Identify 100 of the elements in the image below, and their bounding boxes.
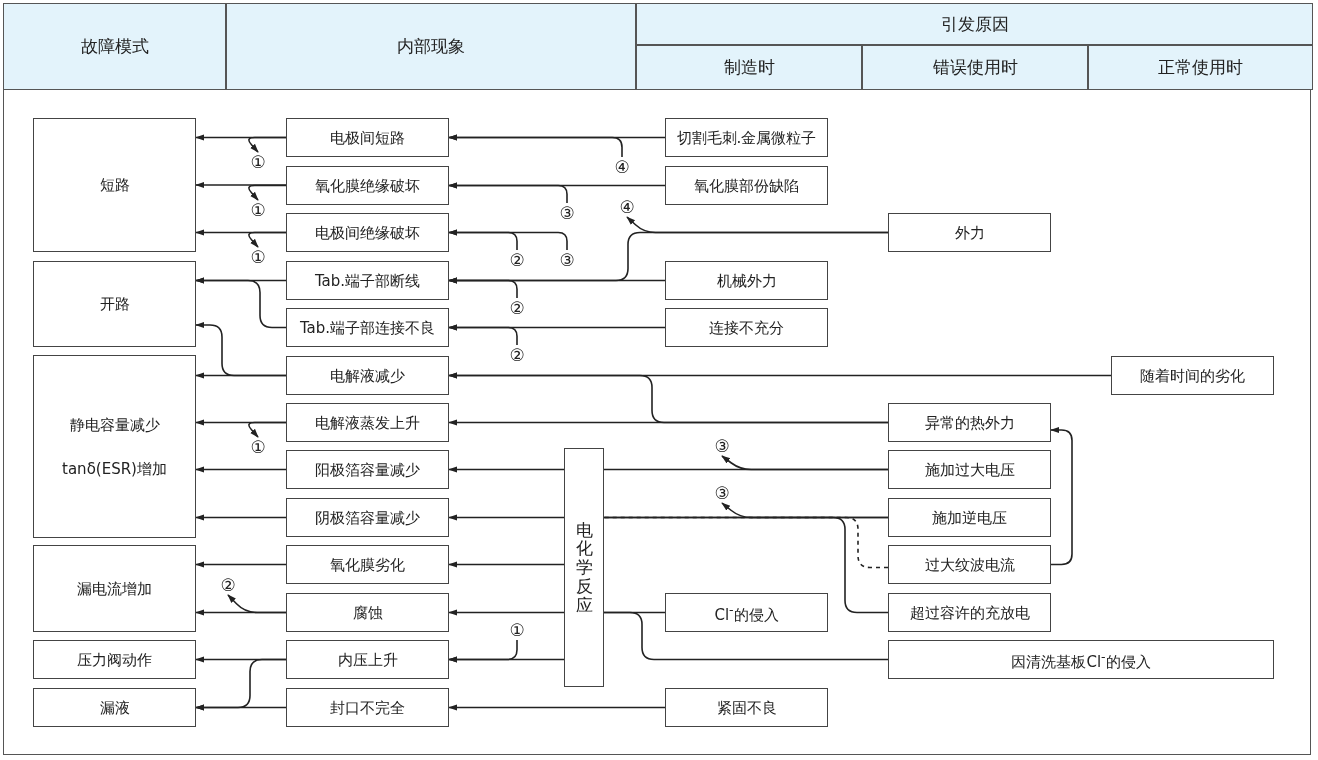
arrow [448, 134, 623, 158]
box-label: 电极间绝缘破坏 [315, 223, 420, 242]
arrow [248, 421, 287, 438]
process-box [286, 640, 449, 679]
circled-number: ① [509, 621, 525, 639]
process-box [888, 403, 1051, 442]
process-box [888, 450, 1051, 489]
connector-line [603, 611, 889, 661]
box-label: 短路 [99, 176, 130, 194]
column-header: 故障模式 [3, 3, 226, 90]
circled-number: ③ [559, 251, 575, 269]
arrow [248, 184, 287, 201]
arrow [448, 609, 565, 616]
process-box [888, 593, 1051, 632]
process-box [33, 261, 196, 347]
circled-number: ③ [714, 437, 730, 455]
column-header: 制造时 [636, 45, 862, 90]
box-label: 因清洗基板Cl$^{-}$的侵入 [1011, 648, 1151, 671]
process-box [286, 166, 449, 205]
arrow [448, 704, 666, 711]
circled-number: ① [250, 438, 266, 456]
box-label: 电极间短路 [330, 128, 405, 147]
process-box [33, 545, 196, 632]
box-label: Tab.端子部连接不良 [299, 318, 436, 337]
column-header: 引发原因 [636, 3, 1313, 45]
arrow [448, 324, 518, 346]
process-box [286, 403, 449, 442]
circled-number: ② [509, 346, 525, 364]
box-label: 施加过大电压 [924, 460, 1015, 479]
box-label: 紧固不良 [716, 698, 777, 717]
process-box [665, 261, 828, 300]
circled-number: ④ [614, 158, 630, 176]
circled-number: ① [250, 248, 266, 266]
box-label: 过大纹波电流 [924, 555, 1015, 574]
arrow [195, 181, 287, 189]
process-box [286, 308, 449, 347]
box-label: Tab.端子部断线 [314, 271, 421, 290]
arrow [195, 704, 287, 711]
arrow [248, 136, 287, 153]
process-box [286, 213, 449, 252]
arrow [195, 466, 287, 473]
connector-line [603, 516, 889, 614]
box-label: 静电容量减少 [69, 415, 160, 434]
column-header: 错误使用时 [862, 45, 1088, 90]
process-box [665, 593, 828, 632]
box-label: 阴极箔容量减少 [315, 508, 420, 527]
box-label: 漏液 [99, 698, 130, 717]
circled-number: ① [250, 153, 266, 171]
arrow [448, 182, 568, 204]
process-box [286, 118, 449, 157]
box-label: 内压上升 [337, 650, 398, 669]
box-label: 机械外力 [716, 271, 777, 290]
process-box [286, 356, 449, 395]
circled-number: ② [509, 299, 525, 317]
box-label: 超过容许的充放电 [909, 603, 1030, 622]
arrow [227, 594, 287, 614]
box-label: 异常的热外力 [924, 413, 1015, 432]
box-label: Cl$^{-}$的侵入 [714, 601, 779, 624]
process-box [888, 213, 1051, 252]
arrow [721, 502, 889, 519]
column-header: 内部现象 [226, 3, 636, 90]
arrow [248, 231, 287, 248]
process-box [33, 118, 196, 252]
arrow [1050, 426, 1073, 566]
circled-number: ③ [559, 204, 575, 222]
arrow [448, 639, 518, 663]
box-label: 漏电流增加 [77, 579, 152, 598]
box-label: 随着时间的劣化 [1140, 366, 1245, 385]
process-bar [564, 448, 604, 687]
box-label: 电解液蒸发上升 [315, 413, 420, 432]
circled-number: ③ [714, 484, 730, 502]
process-box [665, 688, 828, 727]
arrow [448, 277, 518, 299]
box-label: 氧化膜部份缺陷 [694, 176, 799, 195]
box-label: 外力 [954, 223, 985, 242]
arrow [626, 216, 889, 234]
box-label: 切割毛刺.金属微粒子 [676, 128, 817, 147]
box-label: 腐蚀 [352, 603, 383, 622]
process-box [33, 688, 196, 727]
arrow [721, 455, 889, 471]
arrow [448, 419, 889, 426]
circled-number: ② [509, 251, 525, 269]
circled-number: ② [220, 576, 236, 594]
process-box [665, 118, 828, 157]
process-box [888, 640, 1274, 679]
box-label: tanδ(ESR)增加 [62, 459, 167, 478]
box-label: 电解液减少 [330, 366, 405, 385]
box-label: 封口不完全 [330, 698, 405, 717]
box-label: 压力阀动作 [77, 650, 152, 669]
process-box [1111, 356, 1274, 395]
arrow [195, 277, 287, 329]
process-box [888, 545, 1051, 584]
arrow [448, 229, 518, 251]
box-label: 开路 [99, 295, 130, 313]
circled-number: ① [250, 201, 266, 219]
box-label: 氧化膜劣化 [330, 555, 405, 574]
arrow [195, 561, 287, 568]
box-label: 施加逆电压 [932, 508, 1007, 527]
process-box [33, 355, 196, 538]
process-box [286, 498, 449, 537]
